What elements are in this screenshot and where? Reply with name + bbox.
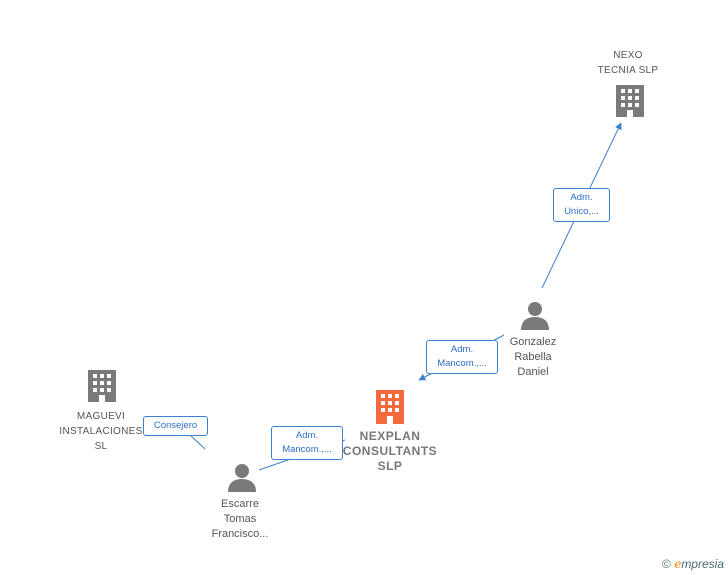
node-nexplan-label: NEXPLAN CONSULTANTS SLP [342, 429, 438, 473]
edge-label-gonzalez-nexplan[interactable]: Adm. Mancom.,... [426, 340, 498, 374]
node-maguevi-label: MAGUEVI INSTALACIONES SL [59, 411, 143, 452]
brand-name: mpresia [681, 557, 724, 571]
empresia-watermark: © empresia [662, 557, 724, 571]
edge-label-gonzalez-nexo[interactable]: Adm. Unico,... [553, 188, 610, 222]
person-icon[interactable] [227, 462, 257, 492]
empresia-logo-icon: e [674, 557, 682, 571]
node-nexo-label: NEXO TECNIA SLP [597, 50, 659, 76]
person-icon[interactable] [520, 300, 550, 330]
node-escarre-label: Escarre Tomas Francisco... [211, 498, 269, 540]
edge-label-escarre-maguevi[interactable]: Consejero [143, 416, 208, 436]
node-gonzalez-label: Gonzalez Rabella Daniel [509, 336, 557, 378]
copyright-symbol: © [662, 557, 671, 571]
building-icon[interactable] [374, 390, 406, 424]
building-icon[interactable] [86, 370, 118, 404]
building-icon[interactable] [614, 85, 646, 119]
edge-label-escarre-nexplan[interactable]: Adm. Mancom.,... [271, 426, 343, 460]
